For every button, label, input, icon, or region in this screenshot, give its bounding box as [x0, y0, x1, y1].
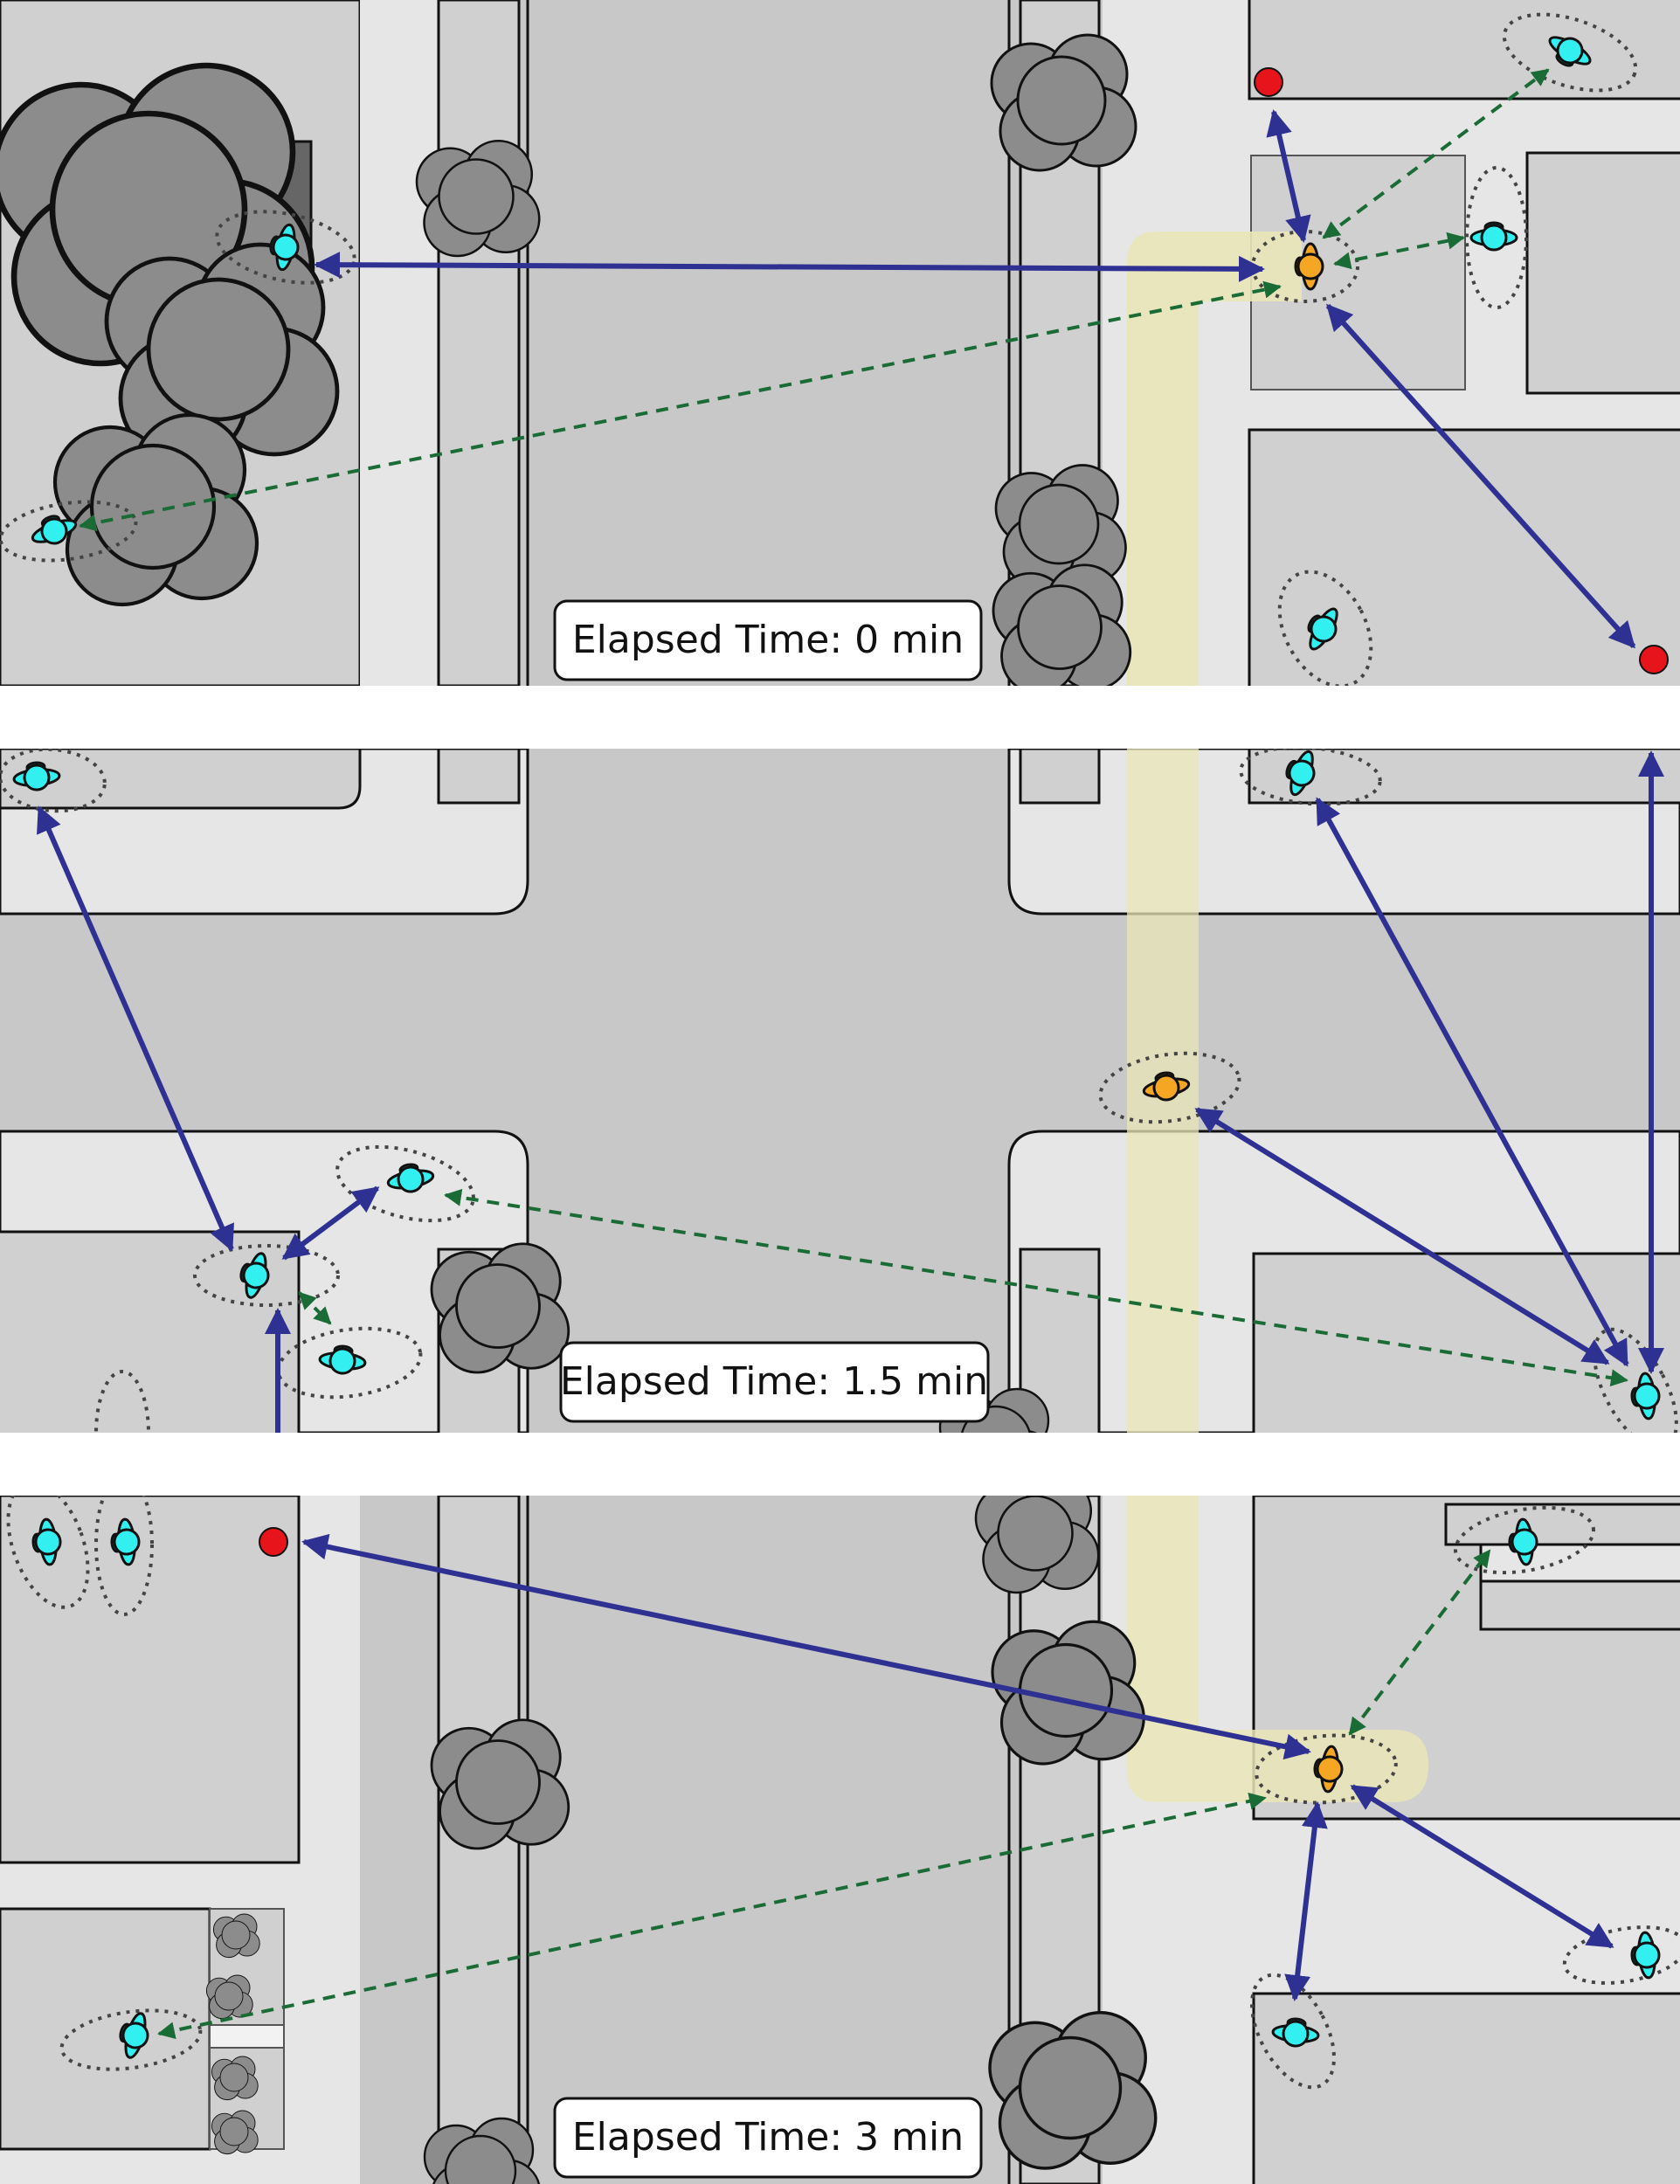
building — [1252, 1992, 1680, 2184]
median — [437, 749, 521, 805]
sidewalk — [360, 0, 439, 686]
median — [437, 0, 521, 686]
elapsed-time-label: Elapsed Time: 0 min — [572, 618, 964, 662]
goal-marker — [1254, 67, 1283, 97]
median — [1019, 749, 1101, 805]
elapsed-time-box: Elapsed Time: 1.5 min — [559, 1341, 990, 1423]
goal-marker — [259, 1527, 288, 1557]
elapsed-time-box: Elapsed Time: 3 min — [553, 2097, 983, 2179]
elapsed-time-label: Elapsed Time: 3 min — [572, 2115, 964, 2160]
building — [1248, 0, 1680, 100]
dashed-links — [157, 1549, 1491, 2040]
building — [1248, 428, 1680, 686]
uncertainty-ellipses — [6, 1496, 1680, 2090]
goal-markers — [259, 1527, 288, 1557]
panel-2: Elapsed Time: 1.5 min — [0, 749, 1680, 1433]
building — [1248, 749, 1680, 805]
goal-marker — [1639, 645, 1669, 674]
elapsed-time-label: Elapsed Time: 1.5 min — [560, 1359, 988, 1404]
elapsed-time-box: Elapsed Time: 0 min — [553, 599, 983, 681]
solid-links — [314, 109, 1636, 649]
building — [0, 749, 362, 810]
dashed-links — [79, 68, 1550, 532]
building — [1525, 151, 1680, 395]
panel-3: Elapsed Time: 3 min — [0, 1496, 1680, 2184]
dashed-links — [298, 1188, 1628, 1387]
goal-markers — [1254, 67, 1669, 674]
solid-links — [301, 1533, 1614, 2001]
building — [0, 1907, 211, 2151]
panel-1: Elapsed Time: 0 min — [0, 0, 1680, 686]
crossing-strip — [209, 2024, 285, 2049]
